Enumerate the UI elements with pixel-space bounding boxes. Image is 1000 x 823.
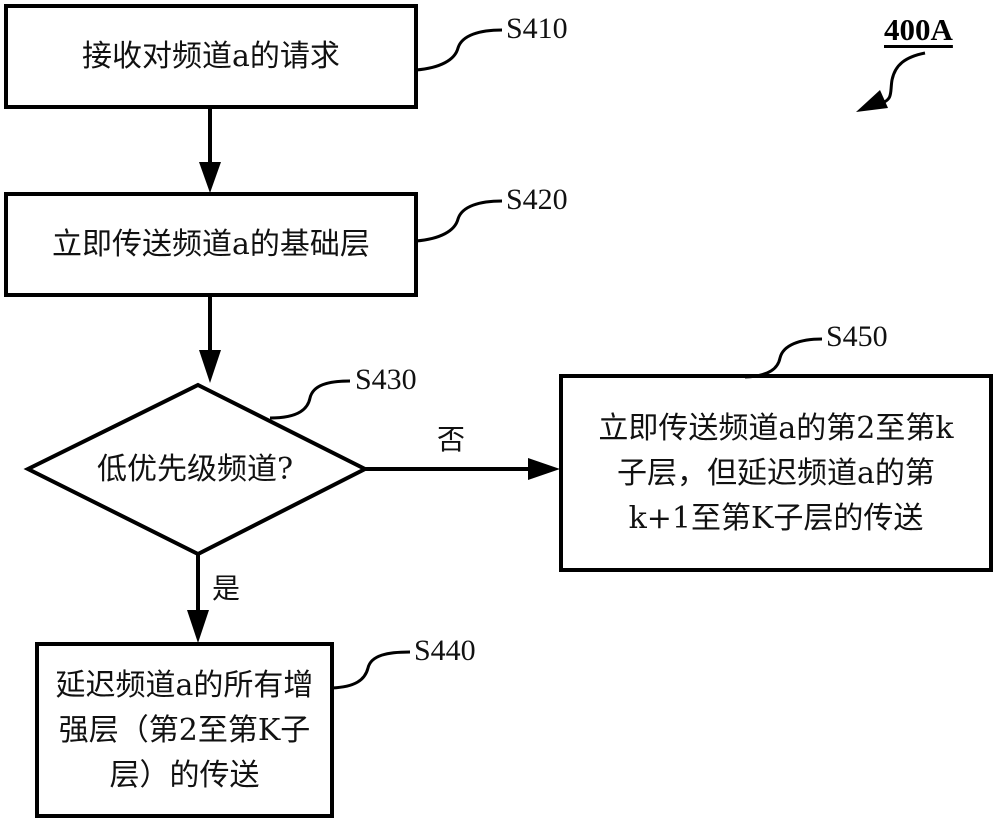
edge-s430-s450 — [365, 458, 560, 480]
s450-leader-line — [744, 337, 823, 379]
s430-line: 低优先级频道? — [96, 451, 294, 487]
s420-line: 立即传送频道a的基础层 — [52, 227, 370, 262]
edge-s430-s440 — [187, 554, 209, 643]
edge-s420-s430 — [199, 295, 221, 383]
s440-line-2: 强层（第2至第K子 — [58, 712, 311, 748]
s450-text: 立即传送频道a的第2至第k 子层，但延迟频道a的第 k+1至第K子层的传送 — [561, 376, 991, 570]
s440-line-3: 层）的传送 — [109, 757, 260, 793]
figure-label: 400A — [884, 12, 953, 47]
s450-line-2: 子层，但延迟频道a的第 — [617, 455, 935, 491]
s440-box — [35, 642, 334, 818]
s440-line-1: 延迟频道a的所有增 — [55, 667, 314, 703]
s410-step-label: S410 — [506, 12, 568, 45]
arrowhead-icon — [528, 458, 560, 480]
arrowhead-icon — [199, 350, 221, 383]
arrowhead-icon — [856, 90, 888, 112]
s440-leader-line — [331, 650, 411, 690]
s410-line: 接收对频道a的请求 — [82, 39, 340, 74]
s430-leader-line — [269, 379, 351, 420]
figure-label-arrow — [856, 51, 926, 112]
s410-text: 接收对频道a的请求 — [6, 6, 416, 107]
s450-line-1: 立即传送频道a的第2至第k — [598, 410, 954, 446]
s440-text: 延迟频道a的所有增 强层（第2至第K子 层）的传送 — [37, 644, 332, 816]
s450-line-3: k+1至第K子层的传送 — [628, 500, 924, 536]
edge-label-no: 否 — [437, 423, 466, 456]
s420-leader-line — [415, 199, 503, 243]
s450-box — [559, 374, 993, 572]
arrowhead-icon — [187, 610, 209, 643]
s420-step-label: S420 — [506, 183, 568, 216]
arrowhead-icon — [199, 162, 221, 193]
s420-text: 立即传送频道a的基础层 — [6, 194, 416, 295]
s440-step-label: S440 — [414, 634, 476, 667]
s430-text: 低优先级频道? — [60, 445, 330, 493]
edge-s410-s420 — [199, 107, 221, 193]
s450-step-label: S450 — [826, 320, 888, 353]
s430-step-label: S430 — [355, 363, 417, 396]
edge-label-yes: 是 — [212, 572, 241, 605]
s410-leader-line — [415, 28, 503, 72]
